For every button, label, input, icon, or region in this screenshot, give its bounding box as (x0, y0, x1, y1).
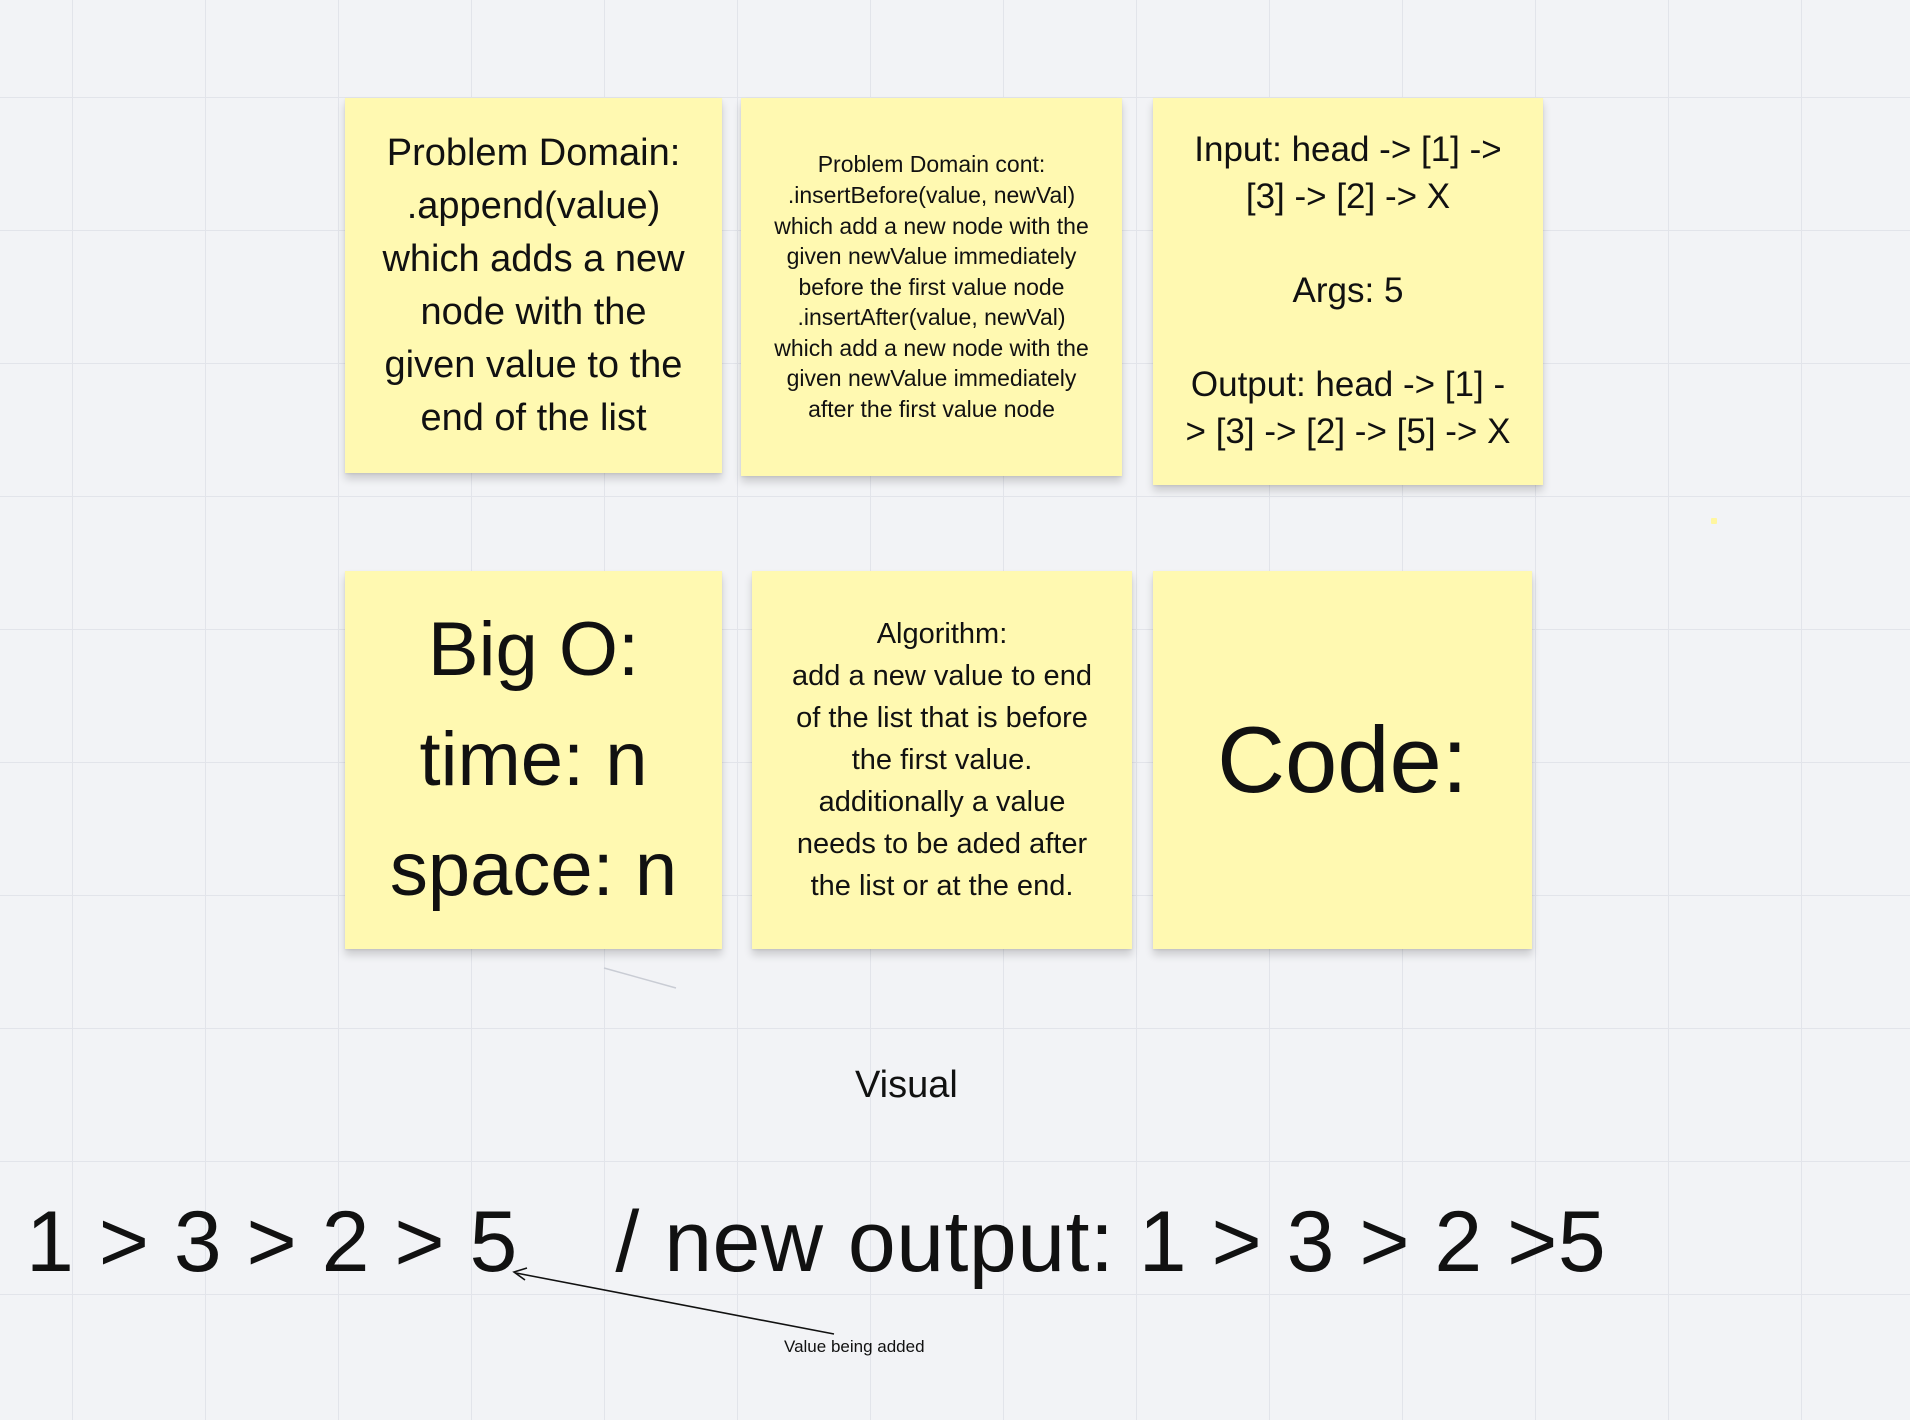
note-line: Problem Domain: (386, 131, 681, 174)
sticky-note-big-o[interactable]: Big O: time: n space: n (345, 571, 722, 949)
note-line: of the list that is before (796, 702, 1088, 734)
input-line: Input: head -> [1] -> (1194, 130, 1502, 169)
note-line: given newValue immediately (786, 365, 1077, 392)
sticky-note-input-output[interactable]: Input: head -> [1] -> [3] -> [2] -> X Ar… (1153, 98, 1543, 485)
note-line: add a new value to end (792, 660, 1092, 692)
code-label: Code: (1217, 707, 1468, 812)
note-line: Big O: (427, 607, 640, 692)
note-line: before the first value node (798, 273, 1065, 300)
note-line: needs to be aded after (796, 828, 1088, 860)
note-line: the list or at the end. (810, 870, 1074, 902)
note-line: .insertBefore(value, newVal) (787, 181, 1076, 208)
note-line: which adds a new (382, 237, 685, 280)
stray-mark (1711, 518, 1717, 524)
note-line: end of the list (420, 396, 647, 439)
note-line: after the first value node (808, 396, 1055, 423)
sticky-note-problem-domain[interactable]: Problem Domain: .append(value) which add… (345, 98, 722, 473)
note-line: Algorithm: (876, 618, 1008, 650)
note-line: .append(value) (406, 184, 661, 227)
output-line: Output: head -> [1] - (1190, 365, 1506, 404)
note-line: node with the (420, 290, 647, 333)
note-line: Problem Domain cont: (817, 151, 1046, 178)
note-line: the first value. (851, 744, 1033, 776)
note-line: which add a new node with the (774, 212, 1089, 239)
note-line: given newValue immediately (786, 243, 1077, 270)
sticky-note-algorithm[interactable]: Algorithm: add a new value to end of the… (752, 571, 1132, 949)
sticky-note-code[interactable]: Code: (1153, 571, 1532, 949)
note-line: which add a new node with the (774, 334, 1089, 361)
note-line: given value to the (384, 343, 683, 386)
annotation-label[interactable]: Value being added (784, 1337, 925, 1356)
input-line: [3] -> [2] -> X (1245, 177, 1451, 216)
output-line: > [3] -> [2] -> [5] -> X (1185, 412, 1511, 451)
sequence-text[interactable]: 1 > 3 > 2 > 5 / new output: 1 > 3 > 2 >5 (26, 1194, 1607, 1290)
note-line: time: n (419, 717, 648, 802)
note-line: space: n (389, 827, 678, 912)
note-line: .insertAfter(value, newVal) (797, 304, 1066, 331)
note-line: additionally a value (818, 786, 1066, 818)
faint-connector-line (603, 967, 677, 989)
sticky-note-problem-domain-cont[interactable]: Problem Domain cont: .insertBefore(value… (741, 98, 1122, 476)
args-line: Args: 5 (1292, 271, 1404, 310)
visual-label[interactable]: Visual (855, 1064, 958, 1106)
